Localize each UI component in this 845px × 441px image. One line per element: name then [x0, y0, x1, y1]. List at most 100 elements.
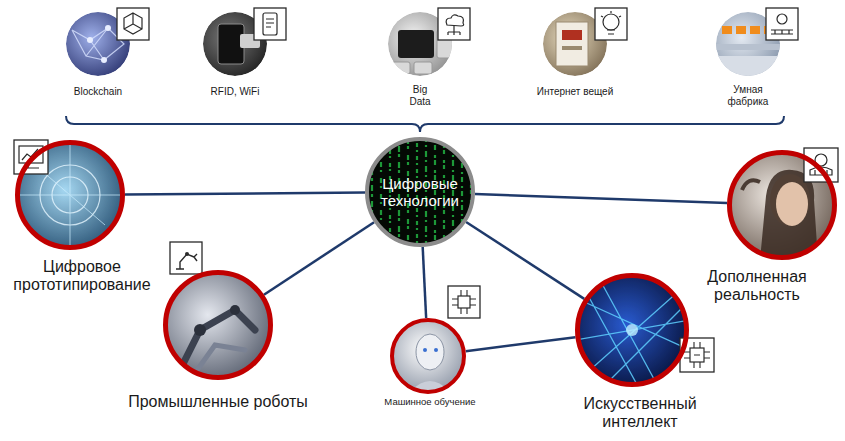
node-label: Интернет вещей [529, 86, 621, 98]
smart-factory-icon [771, 30, 793, 34]
smart-factory-photo [716, 56, 780, 76]
artificial-intelligence-photo [626, 324, 638, 336]
industrial-robots-photo [230, 305, 240, 315]
iot-icon [595, 8, 627, 40]
smart-factory-icon [766, 8, 798, 40]
tech-circle: Big Data [388, 12, 452, 76]
circle-outline [166, 273, 271, 378]
iot-icon [595, 8, 627, 40]
tech-circle: RFID, WiFi [203, 12, 267, 76]
big-data-icon [438, 8, 470, 40]
connector-line [466, 222, 584, 299]
node-label: Умная фабрика [720, 84, 776, 107]
tech-circle: Промышленные роботы [163, 270, 273, 380]
circle-outline [390, 318, 466, 394]
big-data-photo [414, 62, 432, 74]
tech-circle: Интернет вещей [543, 12, 607, 76]
ar-icon [804, 148, 838, 182]
tech-circle: Машинное обучение [390, 318, 466, 394]
circle-outline [730, 153, 835, 258]
machine-learning-photo [393, 321, 463, 392]
node-label: Blockchain [63, 86, 133, 98]
blockchain-icon [117, 8, 149, 40]
node-label: RFID, WiFi [200, 86, 270, 98]
tech-circle: Цифровое прототипирование [15, 140, 125, 250]
node-label: Машинное обучение [370, 397, 490, 408]
tech-circle: Blockchain [66, 12, 130, 76]
node-label: Машинное обучение [370, 397, 490, 408]
iot-photo [562, 30, 582, 40]
ai-icon [684, 342, 710, 368]
circle-outline [716, 12, 780, 76]
node-label: Дополненная реальность [691, 268, 823, 305]
rfid-icon [254, 8, 286, 40]
connector-line [264, 222, 374, 295]
rfid-icon [266, 19, 274, 27]
node-label: Big Data [405, 84, 435, 107]
circle-outline [388, 12, 452, 76]
iot-icon [603, 14, 619, 30]
node-label: Blockchain [63, 86, 133, 98]
circle-outline [66, 12, 130, 76]
robot-icon [170, 242, 202, 274]
robot-icon [176, 254, 197, 269]
node-label: RFID, WiFi [200, 86, 270, 98]
big-data-photo [392, 62, 410, 74]
smart-factory-photo [736, 26, 746, 34]
circle-outline [727, 150, 837, 260]
big-data-photo [398, 30, 434, 58]
hub-circle: Цифровые технологии [365, 137, 475, 247]
circle-outline [388, 12, 452, 76]
circle-outline [578, 276, 687, 385]
connector-line [423, 247, 426, 318]
tech-circle: Искусственный интеллект [575, 273, 689, 387]
smart-factory-icon [777, 14, 787, 24]
ar-icon [804, 148, 838, 182]
big-data-icon [438, 8, 470, 40]
node-label: Цифровое прототипирование [2, 258, 162, 295]
circle-outline [575, 273, 689, 387]
node-label: Промышленные роботы [113, 393, 323, 411]
industrial-robots-photo [180, 310, 255, 370]
connector-line [466, 337, 576, 351]
robot-icon [185, 252, 189, 256]
augmented-reality-photo [776, 182, 808, 226]
augmented-reality-photo [742, 180, 760, 190]
blockchain-photo [87, 37, 93, 43]
iot-icon [601, 11, 621, 34]
smart-factory-photo [722, 26, 732, 34]
circle-outline [203, 12, 267, 76]
iot-photo [562, 46, 582, 50]
iot-photo [556, 22, 588, 66]
group-bracket [66, 116, 784, 132]
smart-factory-icon [766, 8, 798, 40]
circle-outline [163, 270, 273, 380]
node-label: Искусственный интеллект [565, 395, 715, 432]
circle-outline [66, 12, 130, 76]
node-label: Цифровые технологии [380, 152, 459, 231]
circle-outline [367, 139, 473, 245]
blockchain-icon [124, 13, 142, 34]
rfid-icon [254, 8, 286, 40]
node-label: Интернет вещей [529, 86, 621, 98]
machine-learning-photo [423, 348, 427, 352]
smart-factory-photo [750, 26, 760, 34]
digital-matrix-photo [371, 130, 373, 260]
node-label: Дополненная реальность [691, 268, 823, 305]
tech-circle: Дополненная реальность [727, 150, 837, 260]
connector-line [125, 192, 365, 194]
node-label: Умная фабрика [720, 84, 776, 107]
augmented-reality-photo [760, 170, 818, 260]
digital-matrix-photo [461, 130, 463, 260]
machine-learning-icon [458, 296, 470, 308]
robot-icon [170, 242, 202, 274]
circle-outline [15, 140, 125, 250]
industrial-robots-photo [194, 324, 206, 336]
circle-outline [392, 320, 464, 392]
circle-outline [543, 12, 607, 76]
blockchain-photo [72, 28, 124, 60]
